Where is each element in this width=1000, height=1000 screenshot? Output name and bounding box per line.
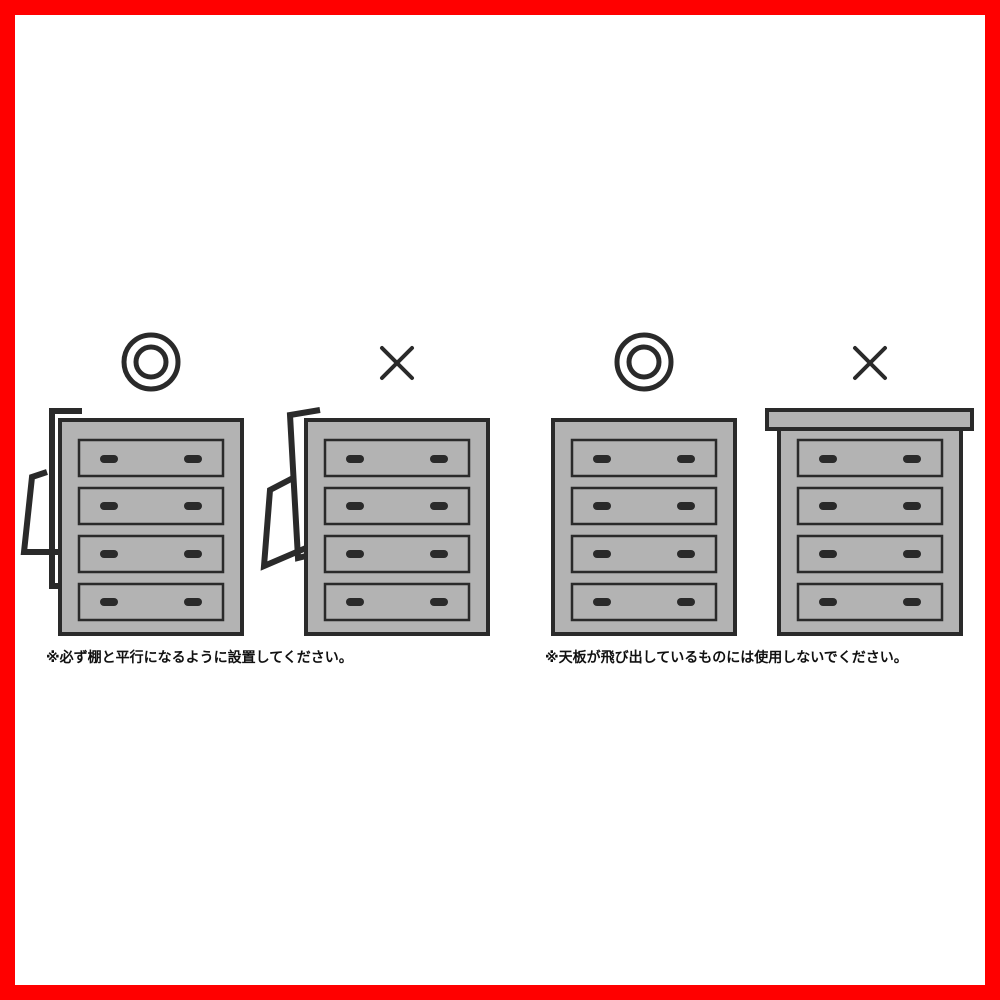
cabinet-ok-flush-top	[551, 418, 737, 636]
stopper-bracket-tilted	[260, 407, 321, 571]
caption-protruding-top-warning: ※天板が飛び出しているものには使用しないでください。	[545, 650, 908, 666]
cabinet-ng-tilted	[304, 418, 490, 636]
caption-parallel-install: ※必ず棚と平行になるように設置してください。	[46, 650, 353, 666]
ng-mark-2	[853, 346, 887, 380]
stopper-bracket-parallel	[20, 408, 82, 589]
cabinet-ok-parallel	[58, 418, 244, 636]
ng-mark-1	[380, 346, 414, 380]
cabinet-ng-protruding-top	[777, 426, 963, 636]
ok-mark-1	[121, 332, 181, 392]
ok-mark-2	[614, 332, 674, 392]
protruding-tabletop	[765, 408, 974, 431]
